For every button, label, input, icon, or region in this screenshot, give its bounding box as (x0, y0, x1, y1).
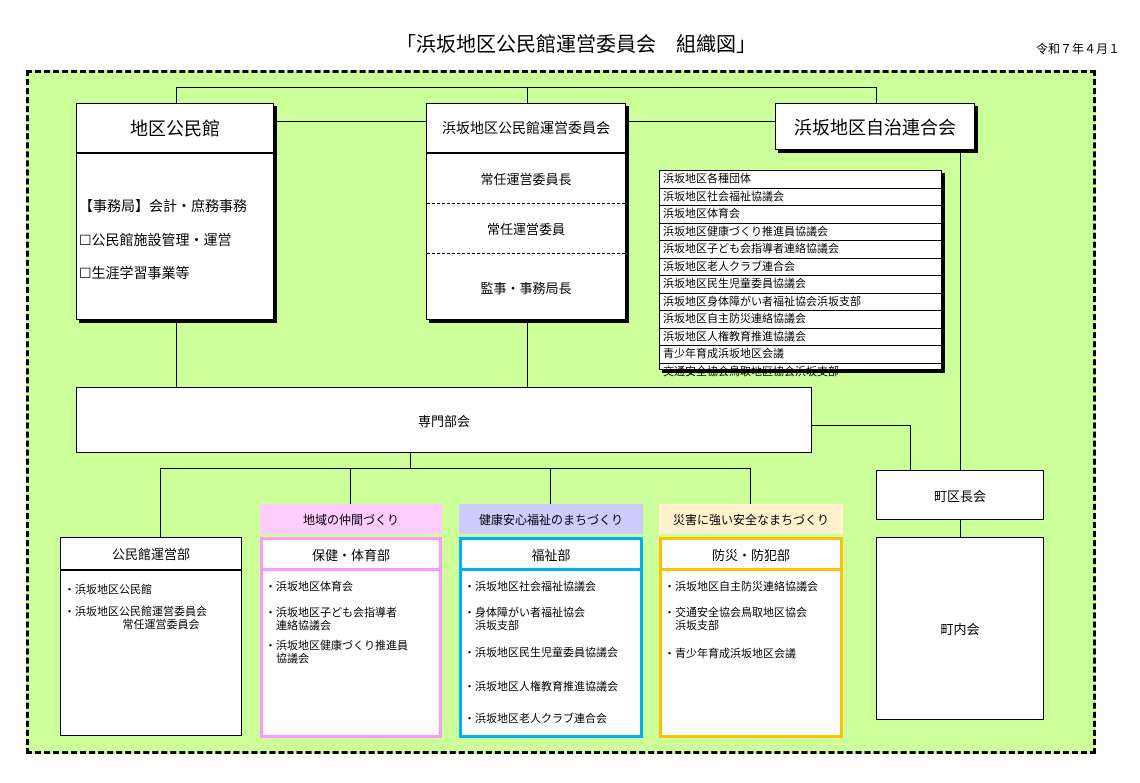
dept-header-fukushi: 福祉部 (459, 537, 643, 571)
dept-item: ・身体障がい者福祉協会 浜坂支部 (464, 606, 585, 632)
dept-header-bousai: 防災・防犯部 (659, 537, 843, 571)
org-item: 浜坂地区子ども会指導者連絡協議会 (660, 241, 941, 259)
org-item: 浜坂地区民生児童委員協議会 (660, 276, 941, 294)
dept-banner-fukushi: 健康安心福祉のまちづくり (459, 504, 643, 534)
kouminkan-header: 地区公民館 (76, 103, 274, 153)
kouminkan-item: 【事務局】会計・庶務事務 (79, 199, 247, 215)
connector (550, 468, 551, 505)
org-item: 浜坂地区健康づくり推進員協議会 (660, 224, 941, 241)
connector (812, 425, 910, 426)
connector (410, 452, 411, 469)
connector (910, 425, 911, 470)
iinkai-role: 監事・事務局長 (480, 281, 572, 297)
connector-dept-bus (160, 468, 750, 469)
org-item: 浜坂地区人権教育推進協議会 (660, 329, 941, 346)
connector (960, 150, 961, 470)
connector (626, 121, 776, 122)
iinkai-body: 常任運営委員長 常任運営委員 監事・事務局長 (426, 153, 626, 320)
connector (350, 468, 351, 505)
connector-top-bus (176, 87, 876, 88)
connector (274, 121, 427, 122)
dept-item: ・浜坂地区公民館運営委員会 常任運営委員会 (64, 605, 207, 631)
connector (160, 468, 161, 537)
dept-item: ・浜坂地区自主防災連絡協議会 (664, 580, 818, 593)
connector (750, 468, 751, 505)
connector (176, 320, 177, 387)
dept-body-kouminkan: ・浜坂地区公民館 ・浜坂地区公民館運営委員会 常任運営委員会 (60, 570, 242, 736)
dept-item: ・浜坂地区健康づくり推進員 協議会 (265, 639, 408, 665)
jichi-header: 浜坂地区自治連合会 (775, 103, 975, 150)
page-title: 「浜坂地区公民館運営委員会 組織図」 (396, 32, 756, 56)
org-item: 交通安全協会鳥取地区協会浜坂支部 (663, 364, 839, 378)
chonaikai-box: 町内会 (876, 537, 1044, 720)
connector (960, 520, 961, 538)
dept-item: ・浜坂地区人権教育推進協議会 (464, 680, 618, 693)
org-item: 浜坂地区各種団体 (660, 171, 941, 189)
dept-item: ・浜坂地区子ども会指導者 連絡協議会 (265, 606, 397, 632)
dept-header-hoken: 保健・体育部 (260, 537, 442, 571)
iinkai-role: 常任運営委員長 (427, 154, 625, 204)
connector (176, 87, 177, 104)
dept-item: ・浜坂地区民生児童委員協議会 (464, 646, 618, 659)
kouminkan-item: ☐生涯学習事業等 (79, 266, 190, 282)
iinkai-role: 常任運営委員 (427, 204, 625, 254)
connector (527, 87, 528, 103)
jichi-org-list: 浜坂地区各種団体 浜坂地区社会福祉協議会 浜坂地区体育会 浜坂地区健康づくり推進… (659, 170, 942, 378)
connector (876, 87, 877, 104)
dept-item: ・青少年育成浜坂地区会議 (664, 647, 796, 660)
dept-body-fukushi: ・浜坂地区社会福祉協議会 ・身体障がい者福祉協会 浜坂支部 ・浜坂地区民生児童委… (459, 571, 643, 738)
dept-item: ・浜坂地区老人クラブ連合会 (464, 712, 607, 725)
kouminkan-item: ☐公民館施設管理・運営 (79, 233, 232, 249)
org-item: 青少年育成浜坂地区会議 (660, 346, 941, 364)
org-item: 浜坂地区身体障がい者福祉協会浜坂支部 (660, 294, 941, 311)
org-item: 浜坂地区自主防災連絡協議会 (660, 311, 941, 329)
dept-banner-hoken: 地域の仲間づくり (260, 504, 442, 534)
dept-banner-bousai: 災害に強い安全なまちづくり (659, 504, 843, 534)
dept-item: ・浜坂地区公民館 (64, 583, 152, 596)
kouminkan-body: 【事務局】会計・庶務事務 ☐公民館施設管理・運営 ☐生涯学習事業等 (76, 153, 274, 320)
date-label: 令和７年４月１ (1036, 42, 1121, 56)
dept-item: ・交通安全協会鳥取地区協会 浜坂支部 (664, 606, 807, 632)
dept-body-hoken: ・浜坂地区体育会 ・浜坂地区子ども会指導者 連絡協議会 ・浜坂地区健康づくり推進… (260, 571, 442, 738)
dept-item: ・浜坂地区社会福祉協議会 (464, 580, 596, 593)
org-item: 浜坂地区社会福祉協議会 (660, 189, 941, 206)
dept-item: ・浜坂地区体育会 (265, 580, 353, 593)
senmon-bukai-box: 専門部会 (76, 387, 812, 453)
dept-header-kouminkan: 公民館運営部 (60, 537, 242, 570)
org-item: 浜坂地区老人クラブ連合会 (660, 259, 941, 276)
dept-body-bousai: ・浜坂地区自主防災連絡協議会 ・交通安全協会鳥取地区協会 浜坂支部 ・青少年育成… (659, 571, 843, 738)
org-item: 浜坂地区体育会 (660, 206, 941, 224)
chokukai-box: 町区長会 (876, 470, 1044, 520)
iinkai-header: 浜坂地区公民館運営委員会 (426, 103, 626, 153)
connector (527, 320, 528, 387)
